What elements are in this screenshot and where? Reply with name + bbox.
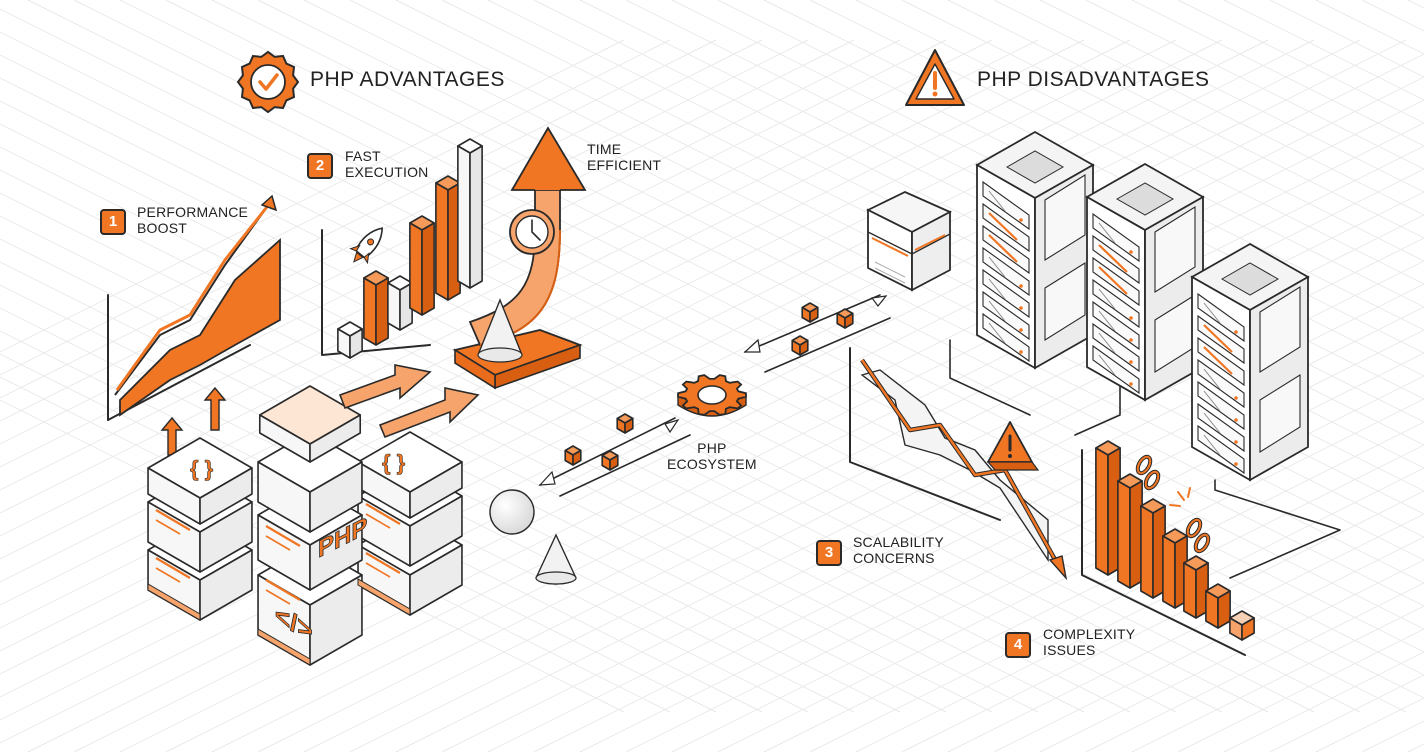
bar-right-5 (1205, 583, 1231, 629)
time-efficient-arrow (452, 126, 587, 390)
mini-cube-4 (836, 308, 854, 329)
bar-left-5 (457, 138, 483, 289)
bar-right-0 (1095, 440, 1121, 576)
badge-performance: 1 (100, 209, 126, 235)
warning-triangle-icon (905, 49, 965, 106)
block-center-top (258, 385, 362, 463)
bar-right-1 (1117, 473, 1143, 589)
block-left-top (147, 437, 253, 525)
label-fast: FAST EXECUTION (345, 148, 428, 180)
label-performance-line1: PERFORMANCE (137, 204, 249, 220)
mini-cube-5 (791, 335, 809, 356)
broken-chain-icon (1135, 454, 1211, 554)
server-network (865, 130, 1341, 579)
label-ecosystem-line1: PHP (697, 440, 727, 456)
braces-left: { } (190, 456, 214, 481)
performance-chart (107, 194, 281, 456)
mini-server (865, 191, 953, 292)
gear-icon (677, 374, 747, 417)
label-complexity-line2: ISSUES (1043, 642, 1096, 659)
decor-shapes (489, 489, 577, 585)
warning-sign-icon (986, 421, 1040, 471)
label-scalability-line2: CONCERNS (853, 550, 935, 567)
bar-right-2 (1140, 498, 1166, 599)
label-time-line1: TIME (587, 141, 622, 157)
block-right-top (357, 431, 463, 519)
mini-cube-1 (601, 450, 619, 471)
bar-left-2 (387, 275, 413, 331)
mini-cube-3 (801, 302, 819, 323)
label-fast-line1: FAST (345, 148, 381, 164)
braces-right: { } (382, 450, 406, 475)
label-time-efficient: TIME EFFICIENT (587, 141, 661, 173)
server-rack-icon (975, 130, 1095, 370)
rocket-icon (349, 227, 383, 265)
mini-cube-2 (616, 413, 634, 434)
label-time-line2: EFFICIENT (587, 157, 662, 174)
bar-left-0 (337, 321, 363, 359)
check-badge-icon (236, 50, 300, 114)
server-rack-icon (1190, 242, 1310, 482)
php-block-cluster: </>PHP{ }{ } (147, 385, 463, 666)
fast-execution-chart (321, 138, 483, 359)
bar-right-3 (1162, 528, 1188, 609)
growth-arrows (338, 364, 480, 439)
mini-cube-0 (564, 445, 582, 466)
advantages-heading: PHP ADVANTAGES (310, 68, 505, 91)
bar-right-4 (1183, 555, 1209, 619)
label-scalability: SCALABILITY CONCERNS (853, 534, 944, 566)
clock-icon (509, 209, 555, 255)
bar-left-1 (363, 270, 389, 346)
server-rack-icon (1085, 162, 1205, 402)
bar-left-4 (435, 175, 461, 301)
scalability-chart (849, 347, 1068, 581)
ecosystem-connectors (538, 294, 891, 497)
label-complexity: COMPLEXITY ISSUES (1043, 626, 1135, 658)
badge-complexity: 4 (1005, 632, 1031, 658)
label-performance-line2: BOOST (137, 220, 188, 237)
label-performance: PERFORMANCE BOOST (137, 204, 248, 236)
badge-fast: 2 (307, 153, 333, 179)
badge-scalability: 3 (816, 540, 842, 566)
bar-right-6 (1229, 610, 1255, 641)
label-fast-line2: EXECUTION (345, 164, 429, 181)
bar-left-3 (409, 215, 435, 316)
complexity-chart (1081, 440, 1255, 656)
label-ecosystem-line2: ECOSYSTEM (667, 456, 757, 473)
label-ecosystem: PHP ECOSYSTEM (667, 440, 757, 472)
disadvantages-heading: PHP DISADVANTAGES (977, 68, 1210, 91)
label-complexity-line1: COMPLEXITY (1043, 626, 1136, 642)
label-scalability-line1: SCALABILITY (853, 534, 944, 550)
